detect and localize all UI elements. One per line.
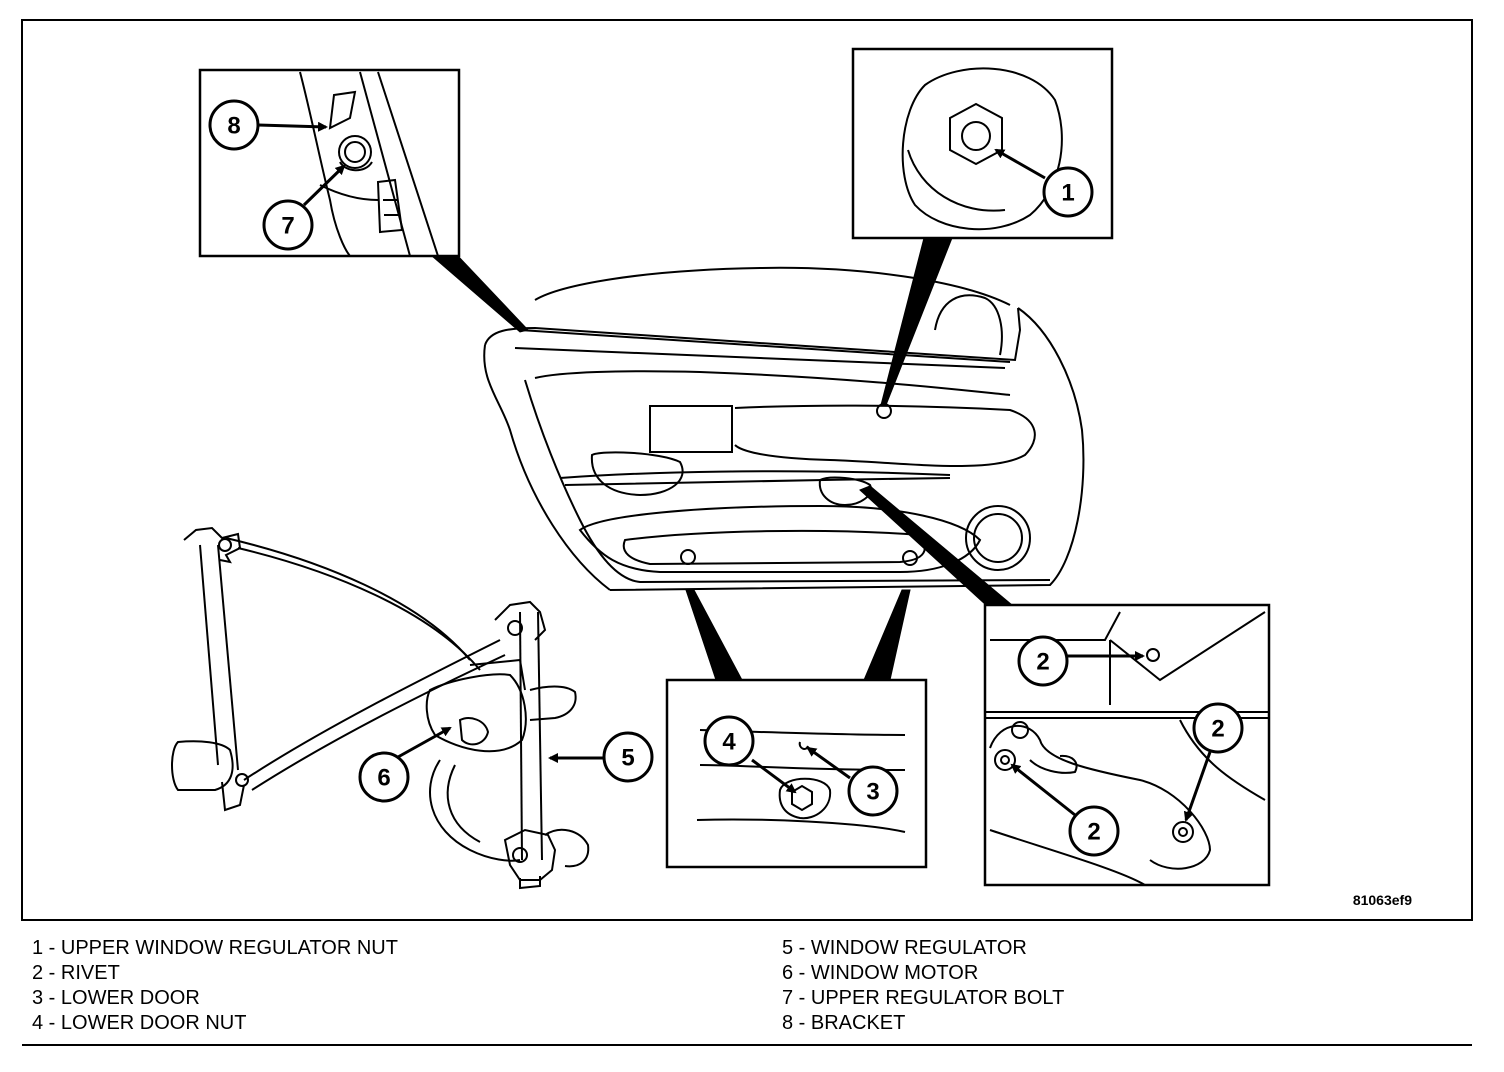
- callout-label-4: 4: [722, 729, 736, 756]
- callout-circle-2b: [1068, 805, 1120, 857]
- callout-label-2c: 2: [1211, 716, 1224, 743]
- callout-circle-2c: [1192, 702, 1244, 754]
- callout-label-2b: 2: [1087, 819, 1100, 846]
- legend-item-3: 3 - LOWER DOOR: [32, 987, 200, 1009]
- legend-item-7: 7 - UPPER REGULATOR BOLT: [782, 987, 1065, 1009]
- legend-item-8: 8 - BRACKET: [782, 1012, 906, 1034]
- door-panel: [483, 266, 1085, 591]
- legend-right-column: 5 - WINDOW REGULATOR 6 - WINDOW MOTOR 7 …: [782, 936, 1064, 1036]
- detail-bracket-bolt: [198, 68, 461, 258]
- callout-label-5: 5: [621, 745, 634, 772]
- window-regulator: [171, 526, 590, 890]
- figure-code: 81063ef9: [1353, 892, 1412, 908]
- callout-circle-4: [703, 715, 755, 767]
- legend-left-column: 1 - UPPER WINDOW REGULATOR NUT 2 - RIVET…: [32, 936, 398, 1036]
- bottom-rule: [22, 1044, 1472, 1046]
- callout-label-8: 8: [227, 113, 240, 140]
- callout-circle-6: [358, 751, 410, 803]
- callout-circle-3: [847, 765, 899, 817]
- callout-circle-5: [602, 731, 654, 783]
- figure-frame: [21, 19, 1473, 921]
- callout-label-1: 1: [1061, 180, 1074, 207]
- legend-item-4: 4 - LOWER DOOR NUT: [32, 1012, 247, 1034]
- callout-circle-8: [208, 99, 260, 151]
- legend-item-5: 5 - WINDOW REGULATOR: [782, 937, 1027, 959]
- callout-arrows: [257, 121, 1212, 822]
- detail-lower-door-nut: [665, 678, 928, 869]
- legend-item-1: 1 - UPPER WINDOW REGULATOR NUT: [32, 937, 398, 959]
- leader-wedges: [430, 237, 1014, 681]
- callout-label-7: 7: [281, 213, 294, 240]
- callout-circle-2a: [1017, 635, 1069, 687]
- callout-label-6: 6: [377, 765, 390, 792]
- legend-item-6: 6 - WINDOW MOTOR: [782, 962, 979, 984]
- callout-circle-7: [262, 199, 314, 251]
- callout-circle-1: [1042, 166, 1094, 218]
- callout-label-2a: 2: [1036, 649, 1049, 676]
- legend-item-2: 2 - RIVET: [32, 962, 120, 984]
- callout-label-3: 3: [866, 779, 879, 806]
